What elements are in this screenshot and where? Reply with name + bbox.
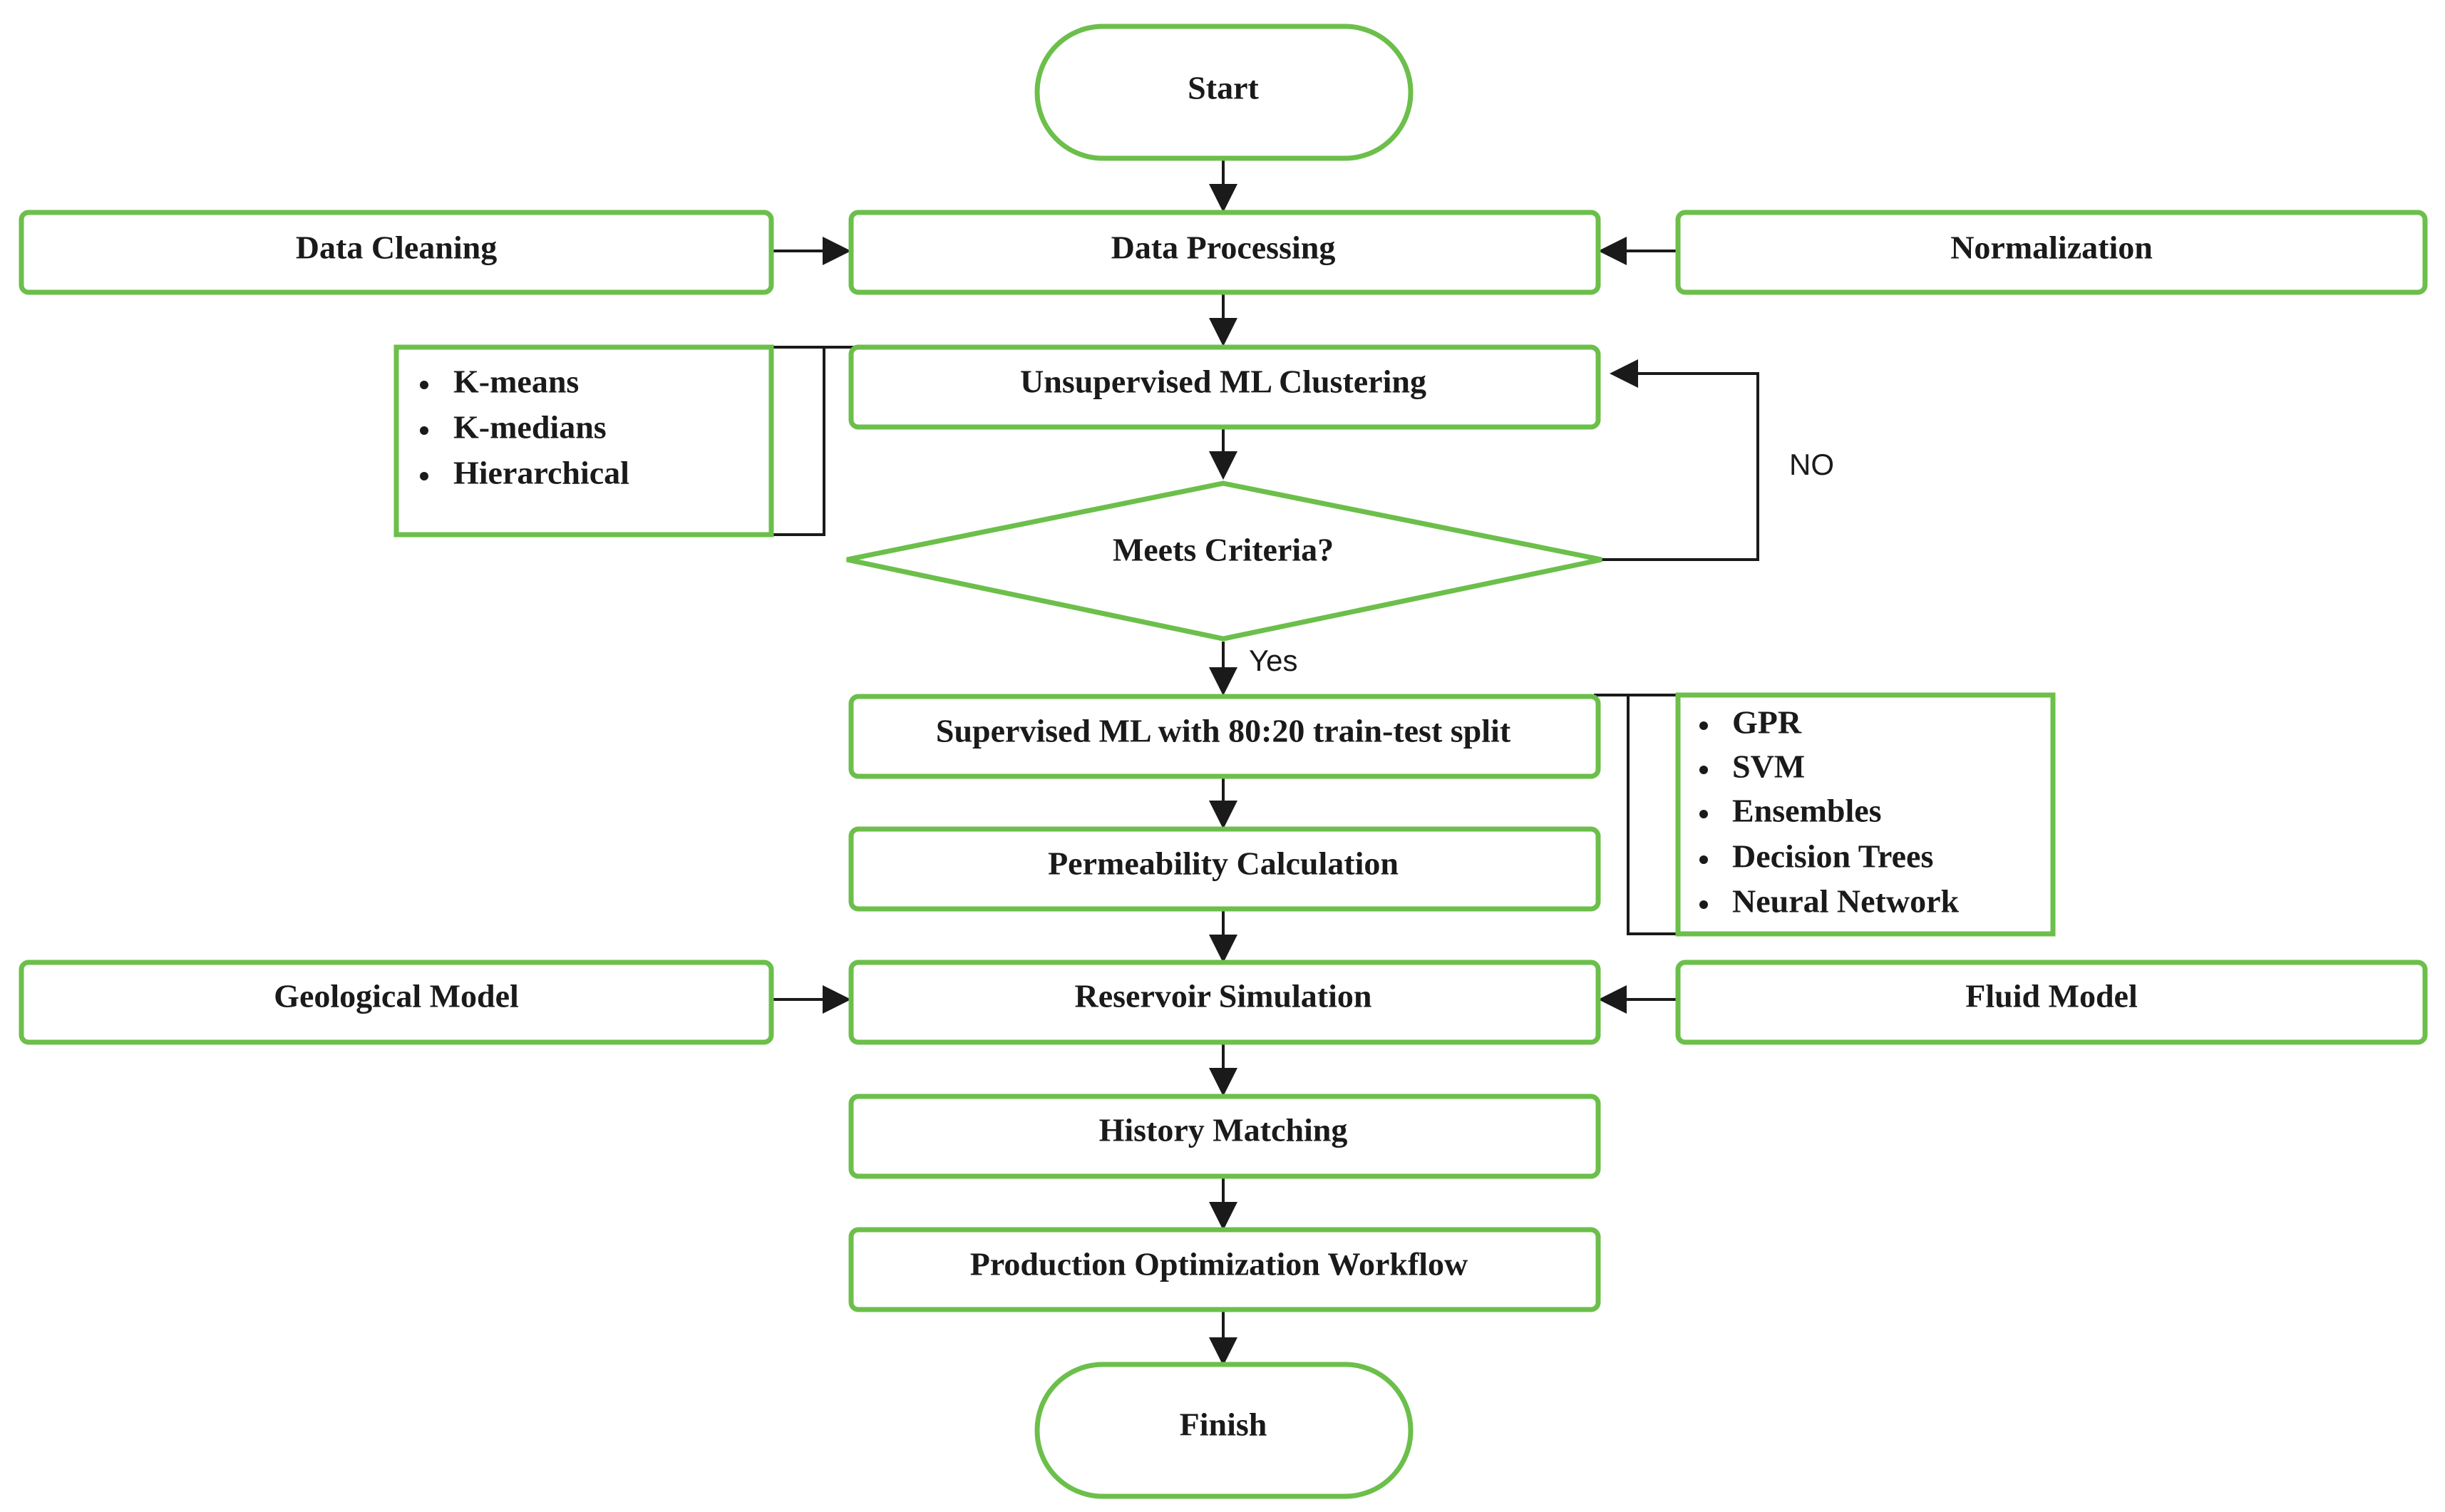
- bullet-icon: [1699, 900, 1708, 909]
- bracket-supervised-methods: [1594, 694, 1678, 935]
- meets-criteria-decision: Meets Criteria?: [846, 480, 1602, 642]
- fluid-model-node: Fluid Model: [1675, 960, 2428, 1045]
- finish-node: Finish: [1034, 1362, 1414, 1499]
- clustering-method-list: K-means K-medians Hierarchical: [420, 364, 629, 491]
- bullet-icon: [1699, 721, 1708, 730]
- supervised-methods-box: GPR SVM Ensembles Decision Trees Neural …: [1675, 692, 2056, 937]
- geological-model-label: Geological Model: [274, 978, 519, 1014]
- start-label: Start: [1188, 70, 1259, 106]
- permeability-calculation-label: Permeability Calculation: [1048, 845, 1399, 882]
- geological-model-node: Geological Model: [19, 960, 774, 1045]
- bullet-icon: [1699, 855, 1708, 864]
- start-node: Start: [1034, 24, 1414, 161]
- permeability-calculation-node: Permeability Calculation: [848, 826, 1601, 912]
- data-cleaning-node: Data Cleaning: [19, 210, 774, 295]
- production-optimization-node: Production Optimization Workflow: [848, 1227, 1601, 1312]
- normalization-node: Normalization: [1675, 210, 2428, 295]
- clustering-methods-box: K-means K-medians Hierarchical: [393, 344, 774, 538]
- data-cleaning-label: Data Cleaning: [296, 230, 497, 266]
- normalization-label: Normalization: [1950, 230, 2153, 266]
- unsupervised-clustering-label: Unsupervised ML Clustering: [1020, 364, 1426, 400]
- reservoir-simulation-label: Reservoir Simulation: [1075, 978, 1372, 1014]
- data-processing-label: Data Processing: [1111, 230, 1336, 266]
- supervised-method-item: SVM: [1732, 749, 1805, 785]
- bracket-clustering-methods: [771, 346, 825, 536]
- supervised-method-item: Decision Trees: [1732, 838, 1933, 875]
- unsupervised-clustering-node: Unsupervised ML Clustering: [848, 344, 1601, 430]
- supervised-ml-node: Supervised ML with 80:20 train-test spli…: [848, 694, 1601, 779]
- bullet-icon: [1699, 810, 1708, 818]
- supervised-method-item: GPR: [1732, 704, 1802, 741]
- reservoir-simulation-node: Reservoir Simulation: [848, 960, 1601, 1045]
- bullet-icon: [420, 472, 428, 480]
- clustering-method-item: K-medians: [453, 409, 607, 446]
- history-matching-label: History Matching: [1099, 1112, 1348, 1148]
- supervised-method-item: Ensembles: [1732, 793, 1882, 829]
- connectors: [771, 158, 1759, 1366]
- supervised-ml-label: Supervised ML with 80:20 train-test spli…: [936, 713, 1511, 749]
- bullet-icon: [420, 381, 428, 389]
- supervised-method-item: Neural Network: [1732, 883, 1960, 920]
- bullet-icon: [1699, 766, 1708, 774]
- history-matching-node: History Matching: [848, 1094, 1601, 1179]
- clustering-method-item: K-means: [453, 364, 579, 400]
- supervised-method-list: GPR SVM Ensembles Decision Trees Neural …: [1699, 704, 1960, 920]
- clustering-method-item: Hierarchical: [453, 455, 629, 491]
- bullet-icon: [420, 426, 428, 435]
- data-processing-node: Data Processing: [848, 210, 1601, 295]
- arrow-criteria-no-loop: [1602, 359, 1759, 561]
- production-optimization-label: Production Optimization Workflow: [970, 1246, 1468, 1282]
- no-branch-label: NO: [1789, 448, 1834, 481]
- yes-branch-label: Yes: [1249, 644, 1298, 677]
- meets-criteria-label: Meets Criteria?: [1113, 532, 1334, 568]
- finish-label: Finish: [1180, 1406, 1267, 1443]
- fluid-model-label: Fluid Model: [1965, 978, 2138, 1014]
